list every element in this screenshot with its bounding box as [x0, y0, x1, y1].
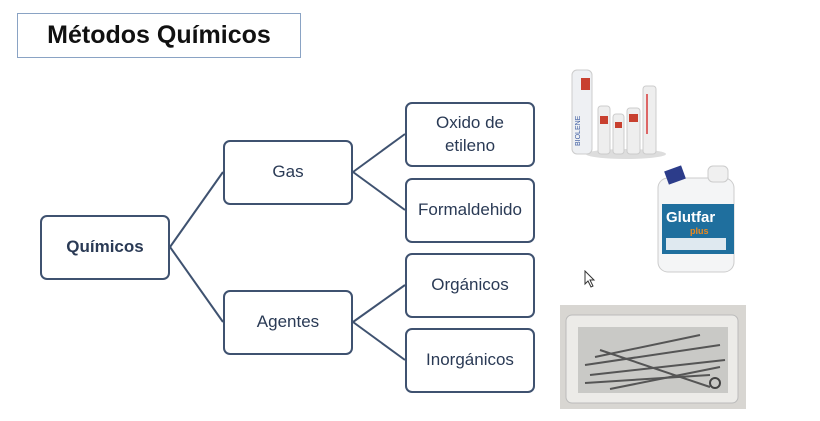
instrument-tray-image: [560, 305, 746, 409]
connector: [352, 133, 406, 173]
mouse-cursor-icon: [584, 270, 596, 288]
glutfar-jug-image: Glutfar plus: [657, 165, 735, 273]
connector: [352, 171, 406, 211]
connector: [169, 246, 224, 323]
connector: [352, 321, 406, 361]
cans-label: BIOLENE: [575, 115, 582, 146]
node-oxido-de-etileno: Oxido de etileno: [405, 102, 535, 167]
connector: [352, 284, 406, 323]
node-quimicos: Químicos: [40, 215, 170, 280]
jug-sublabel: plus: [690, 226, 709, 236]
slide-title: Métodos Químicos: [17, 13, 301, 58]
jug-label: Glutfar: [666, 209, 715, 226]
node-formaldehido: Formaldehido: [405, 178, 535, 243]
node-agentes: Agentes: [223, 290, 353, 355]
node-inorganicos: Inorgánicos: [405, 328, 535, 393]
sterilant-cans-image: BIOLENE: [571, 69, 666, 159]
node-gas: Gas: [223, 140, 353, 205]
node-organicos: Orgánicos: [405, 253, 535, 318]
connector: [169, 171, 224, 248]
